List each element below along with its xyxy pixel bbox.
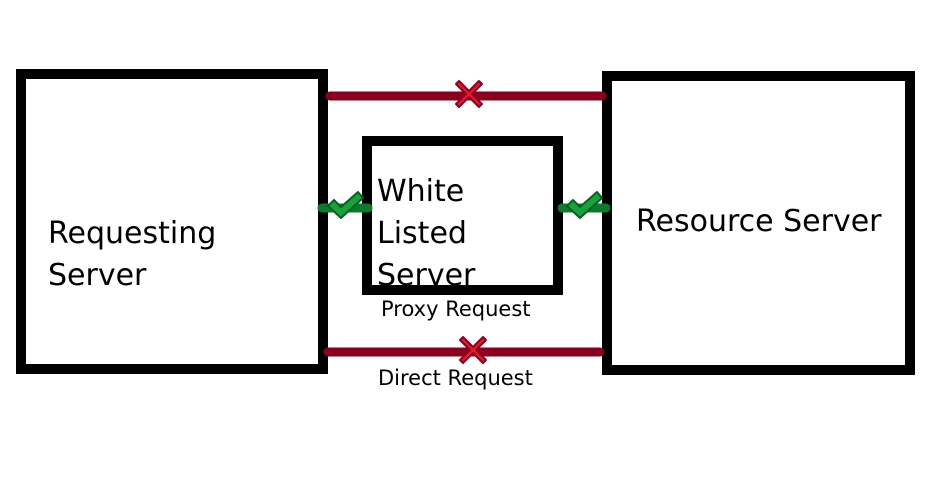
requesting-server-box: Requesting Server	[16, 69, 328, 374]
whitelisted-server-label: White Listed Server	[377, 174, 476, 293]
resource-server-label: Resource Server	[636, 204, 882, 239]
proxy-request-caption: Proxy Request	[381, 297, 531, 321]
check-icon	[566, 191, 603, 219]
direct-request-caption: Direct Request	[378, 366, 533, 390]
cross-icon	[459, 336, 487, 364]
whitelisted-server-box: White Listed Server	[362, 136, 563, 295]
resource-server-box: Resource Server	[602, 71, 915, 375]
check-icon	[327, 191, 364, 219]
cross-icon	[455, 80, 483, 108]
requesting-server-label: Requesting Server	[48, 216, 217, 293]
